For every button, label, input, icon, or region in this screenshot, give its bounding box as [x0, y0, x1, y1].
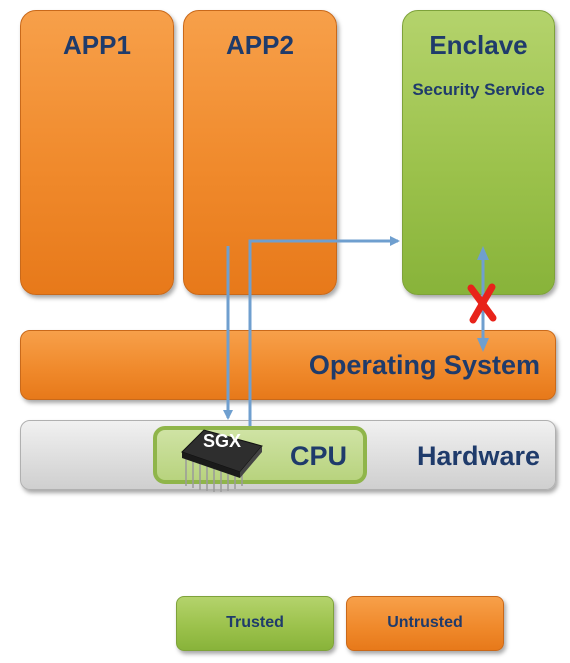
enclave-subtitle: Security Service	[412, 80, 545, 99]
enclave-title: Enclave	[429, 30, 528, 60]
legend-trusted-label: Trusted	[226, 614, 284, 631]
legend-trusted	[176, 596, 334, 651]
app2-label: APP2	[226, 30, 294, 60]
os-label: Operating System	[308, 350, 540, 380]
cpu-label: CPU	[290, 441, 348, 471]
legend-untrusted-label: Untrusted	[387, 614, 463, 631]
app1-box	[20, 10, 174, 295]
app1-label: APP1	[63, 30, 131, 60]
legend-untrusted	[346, 596, 504, 651]
hardware-label: Hardware	[416, 441, 540, 471]
